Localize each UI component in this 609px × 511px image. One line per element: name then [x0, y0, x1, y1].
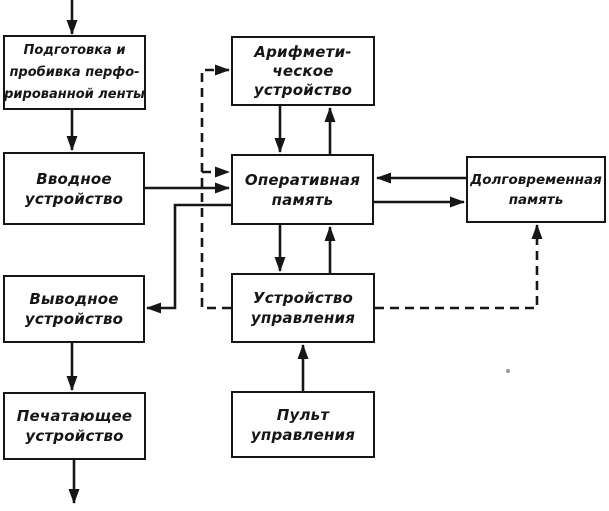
node-punch-prep: Подготовка и пробивка перфо- рированной …	[3, 35, 146, 110]
node-long-term-memory: Долговременная память	[466, 156, 606, 223]
node-control-unit: Устройство управления	[231, 273, 375, 343]
node-alu-line: устройство	[253, 80, 353, 99]
node-ram-line: память	[271, 190, 334, 209]
node-input-device-line: устройство	[24, 189, 124, 208]
node-console-line: управления	[250, 425, 356, 444]
node-printer-line: Печатающее	[16, 407, 133, 425]
node-printer: Печатающее устройство	[3, 392, 146, 460]
node-console-line: Пульт	[276, 405, 330, 424]
node-output-device: Выводное устройство	[3, 275, 145, 343]
node-long-term-memory-line: Долговременная	[470, 171, 602, 188]
node-console: Пульт управления	[231, 391, 375, 458]
node-input-device-line: Вводное	[36, 169, 112, 188]
node-output-device-line: Выводное	[29, 290, 119, 308]
scan-artifact-dot	[506, 369, 510, 373]
node-ram: Оперативная память	[231, 154, 374, 225]
node-control-unit-line: управления	[250, 309, 356, 327]
node-printer-line: устройство	[25, 427, 124, 445]
node-input-device: Вводное устройство	[3, 152, 145, 225]
edge-ram-to-output-device	[146, 203, 231, 314]
node-long-term-memory-line: память	[508, 191, 564, 208]
node-output-device-line: устройство	[24, 310, 124, 328]
node-ram-line: Оперативная	[244, 170, 361, 189]
node-punch-prep-line: Подготовка и	[23, 42, 126, 58]
node-control-unit-line: Устройство	[252, 289, 354, 307]
node-punch-prep-line: рированной ленты	[4, 86, 145, 102]
node-alu-line: Арифмети-	[254, 42, 352, 61]
node-alu-line: ческое	[272, 61, 334, 80]
edge-control-unit-dashed-to-long-term-memory	[375, 224, 543, 310]
node-alu: Арифмети- ческое устройство	[231, 36, 375, 106]
node-punch-prep-line: пробивка перфо-	[9, 64, 140, 80]
